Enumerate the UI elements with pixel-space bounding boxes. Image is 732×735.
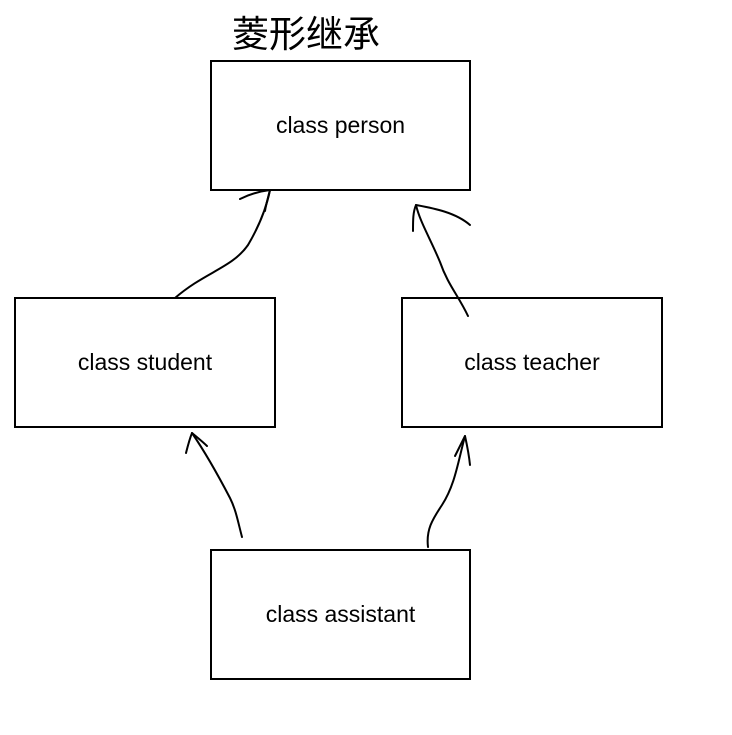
node-label: class teacher xyxy=(464,349,600,375)
node-teacher: class teacher xyxy=(401,297,663,428)
arrow-teacher-to-person xyxy=(412,204,471,317)
arrow-assistant-to-teacher xyxy=(426,435,471,548)
arrow-student-to-person xyxy=(174,189,271,299)
node-label: class student xyxy=(77,349,213,375)
node-person: class person xyxy=(210,60,471,191)
node-assistant: class assistant xyxy=(210,549,471,680)
diagram-title: 菱形继承 xyxy=(232,13,380,56)
node-label: class person xyxy=(275,112,406,138)
node-label: class assistant xyxy=(265,601,416,627)
arrow-assistant-to-student xyxy=(185,432,243,538)
node-student: class student xyxy=(14,297,276,428)
